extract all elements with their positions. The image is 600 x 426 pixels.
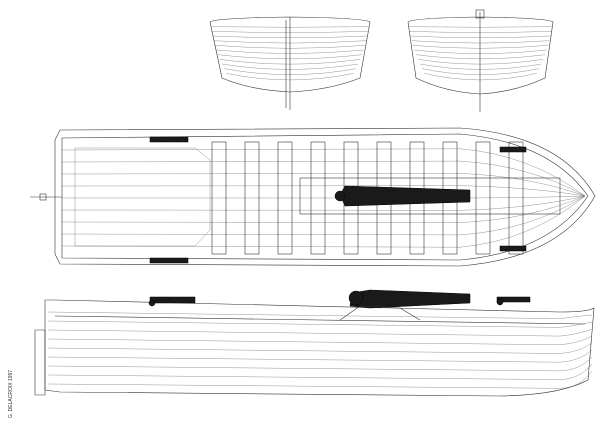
strake-line	[47, 349, 593, 363]
plank-line	[61, 173, 586, 197]
bow-section-view	[407, 9, 554, 112]
signature-text: G. DELACROIX 1997	[8, 369, 14, 418]
plank-line	[409, 31, 552, 33]
sheer-line	[54, 315, 586, 325]
plank-line	[412, 45, 549, 49]
plank-line	[408, 26, 553, 28]
strake-line	[47, 311, 593, 319]
floor-frame	[211, 141, 227, 255]
floor-frame	[310, 141, 326, 255]
plank-line	[416, 54, 545, 60]
floor-frame	[508, 141, 524, 255]
plank-line	[61, 160, 586, 197]
plan-view	[30, 127, 596, 267]
plank-line	[61, 195, 586, 248]
plank-line	[61, 148, 586, 197]
strake-line	[47, 363, 593, 380]
strake-line	[47, 335, 593, 345]
plank-line	[419, 63, 542, 70]
strake-line	[47, 328, 593, 337]
plank-line	[411, 40, 550, 44]
plank-line	[61, 195, 586, 211]
floor-frame	[244, 141, 260, 255]
plank-line	[61, 195, 586, 223]
plank-line	[414, 49, 547, 54]
strake-line	[47, 320, 593, 328]
stern-section-view	[209, 16, 371, 110]
plank-line	[62, 195, 586, 199]
floor-frame	[277, 141, 293, 255]
plank-line	[424, 73, 537, 81]
strake-line	[47, 356, 593, 372]
plank-line	[61, 195, 586, 236]
floor-frame	[475, 141, 491, 255]
strake-line	[47, 342, 593, 354]
plank-line	[410, 35, 551, 38]
plank-line	[417, 59, 544, 65]
plank-line	[61, 185, 586, 197]
profile-view	[34, 289, 595, 397]
strake-line	[47, 370, 593, 389]
